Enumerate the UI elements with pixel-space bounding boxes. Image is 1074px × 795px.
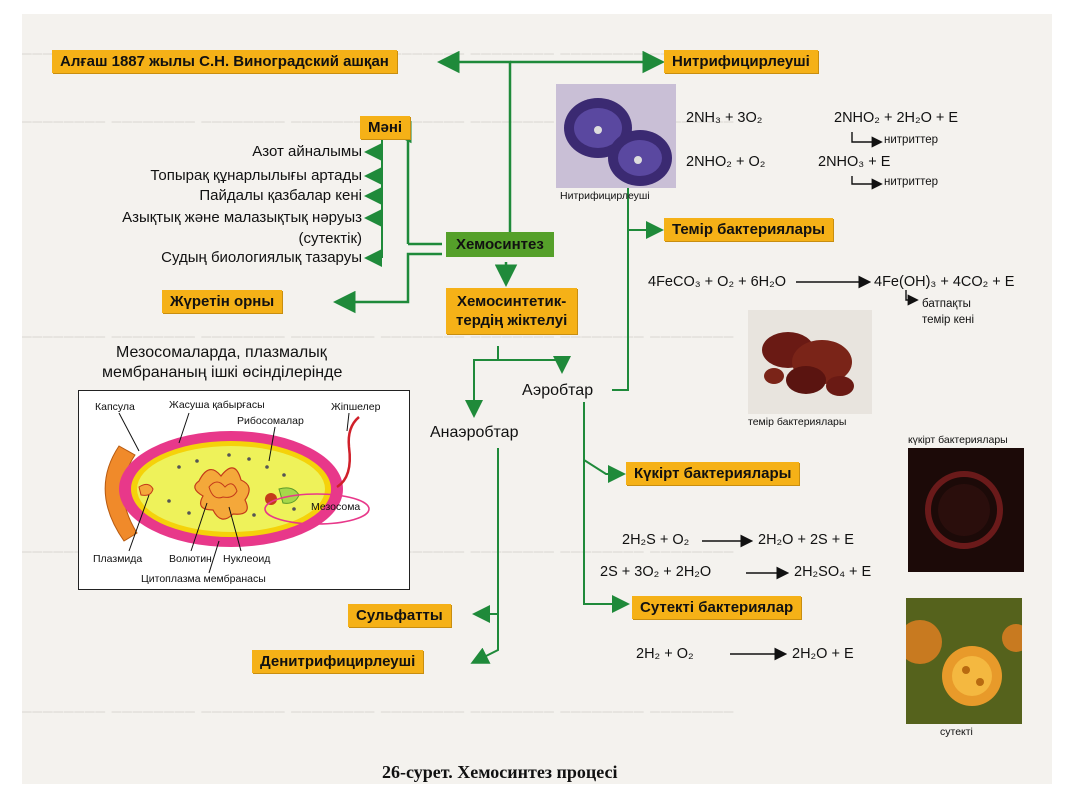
label-capsule: Капсула	[95, 401, 135, 413]
iron-image-caption: темір бактериялары	[748, 416, 847, 428]
location-subtitle: мембрананың ішкі өсінділерінде	[102, 364, 343, 381]
bacterial-cell-drawing	[104, 412, 370, 574]
iron-note: темір кені	[922, 314, 975, 326]
origin-box: Алғаш 1887 жылы С.Н. Виноградский ашқан	[52, 50, 397, 73]
denitrifying-box: Денитрифицирлеуші	[252, 650, 424, 673]
classification-title: Хемосинтетик-	[457, 293, 567, 310]
hydrogen-image-caption: сутекті	[940, 726, 973, 738]
sulfate-box: Сульфатты	[348, 604, 451, 627]
iron-micrograph	[748, 310, 872, 414]
iron-eq-left: 4FeCO₃ + O₂ + 6H₂O	[648, 274, 787, 290]
nitrifying-eq2-right: 2NHO₃ + E	[818, 154, 891, 170]
label-ribosomes: Рибосомалар	[237, 415, 304, 427]
background-text: ________ ________ ________ ________ ____…	[22, 104, 735, 125]
label-cytoplasm-membrane: Цитоплазма мембранасы	[141, 573, 266, 585]
sulfur-title: Күкірт бактериялары	[626, 462, 800, 485]
nitrifying-bacteria-image	[556, 84, 676, 188]
iron-eq-right: 4Fe(OH)₃ + 4CO₂ + E	[874, 274, 1015, 290]
nitrifying-eq1-right: 2NHO₂ + 2H₂O + E	[834, 110, 959, 126]
label-nucleoid: Нуклеоид	[223, 553, 271, 565]
significance-title: Мәні	[360, 116, 411, 139]
chemosynthesis-center: Хемосинтез	[446, 232, 554, 257]
hydrogen-eq-right: 2H₂O + E	[792, 646, 854, 662]
anaerobes-label: Анаэробтар	[430, 424, 519, 441]
iron-note: батпақты	[922, 298, 971, 310]
sulfur-bacteria-image	[908, 448, 1024, 572]
sulfur-eq2-left: 2S + 3O₂ + 2H₂O	[600, 564, 712, 580]
nitrifying-image-caption: Нитрифицирлеуші	[560, 190, 650, 202]
label-pili: Жіпшелер	[331, 401, 381, 413]
significance-item: Пайдалы қазбалар кені	[199, 187, 362, 204]
significance-item: Азықтық және малазықтық нәруыз	[122, 209, 362, 226]
bacterial-cell-diagram: Капсула Жасуша қабырғасы Рибосомалар Жіп…	[78, 390, 410, 590]
hydrogen-bacteria-image	[906, 598, 1022, 724]
classification-title: тердің жіктелуі	[456, 312, 568, 329]
significance-item: Азот айналымы	[252, 143, 362, 160]
hydrogen-title: Сутекті бактериялар	[632, 596, 802, 619]
sulfur-eq1-right: 2H₂O + 2S + E	[758, 532, 854, 548]
textbook-page: ________ ________ ________ ________ ____…	[22, 14, 1052, 784]
sulfur-image-caption: күкірт бактериялары	[908, 434, 1008, 446]
nitrifying-title: Нитрифицирлеуші	[664, 50, 818, 73]
nitrifying-micrograph	[556, 84, 676, 188]
classification-box: Хемосинтетик- тердің жіктелуі	[446, 288, 578, 334]
sulfur-micrograph	[908, 448, 1024, 572]
nitrifying-eq1-note: нитриттер	[884, 134, 939, 146]
label-plasmid: Плазмида	[93, 553, 143, 565]
iron-bacteria-image	[748, 310, 872, 414]
nitrifying-eq1-left: 2NH₃ + 3O₂	[686, 110, 763, 126]
sulfur-eq1-left: 2H₂S + O₂	[622, 532, 690, 548]
sulfur-eq2-right: 2H₂SO₄ + E	[794, 564, 872, 580]
nitrifying-eq2-note: нитриттер	[884, 176, 939, 188]
label-mesosome: Мезосома	[311, 501, 361, 513]
significance-item: Судың биологиялық тазаруы	[161, 249, 362, 266]
label-volutin: Волютин	[169, 553, 212, 565]
nitrifying-eq2-left: 2NHO₂ + O₂	[686, 154, 766, 170]
connector-lines	[333, 50, 919, 664]
label-cell-wall: Жасуша қабырғасы	[169, 399, 265, 411]
iron-title: Темір бактериялары	[664, 218, 833, 241]
aerobes-label: Аэробтар	[522, 382, 594, 399]
location-subtitle: Мезосомаларда, плазмалық	[116, 344, 327, 361]
hydrogen-micrograph	[906, 598, 1022, 724]
background-text: ________ ________ ________ ________ ____…	[22, 694, 735, 715]
figure-caption: 26-сурет. Хемосинтез процесі	[382, 762, 618, 782]
location-title: Жүретін орны	[162, 290, 283, 313]
hydrogen-eq-left: 2H₂ + O₂	[636, 646, 694, 662]
significance-item: Топырақ құнарлылығы артады	[150, 167, 362, 184]
significance-item: (сутектік)	[298, 230, 362, 247]
